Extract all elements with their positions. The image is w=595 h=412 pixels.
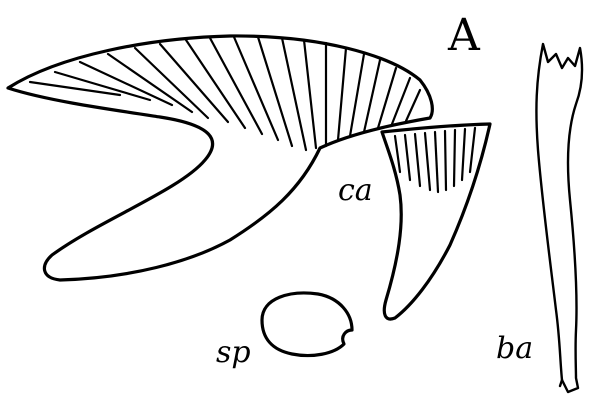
spore-label: sp	[216, 335, 251, 370]
cystidium-label: ca	[338, 173, 373, 208]
panel-letter: A	[447, 10, 481, 61]
spore	[262, 293, 352, 356]
fruit-body-section	[8, 36, 432, 280]
basidium	[536, 44, 582, 392]
cystidium-striations	[395, 128, 475, 192]
cystidium	[382, 124, 490, 319]
basidium-label: ba	[496, 331, 533, 366]
